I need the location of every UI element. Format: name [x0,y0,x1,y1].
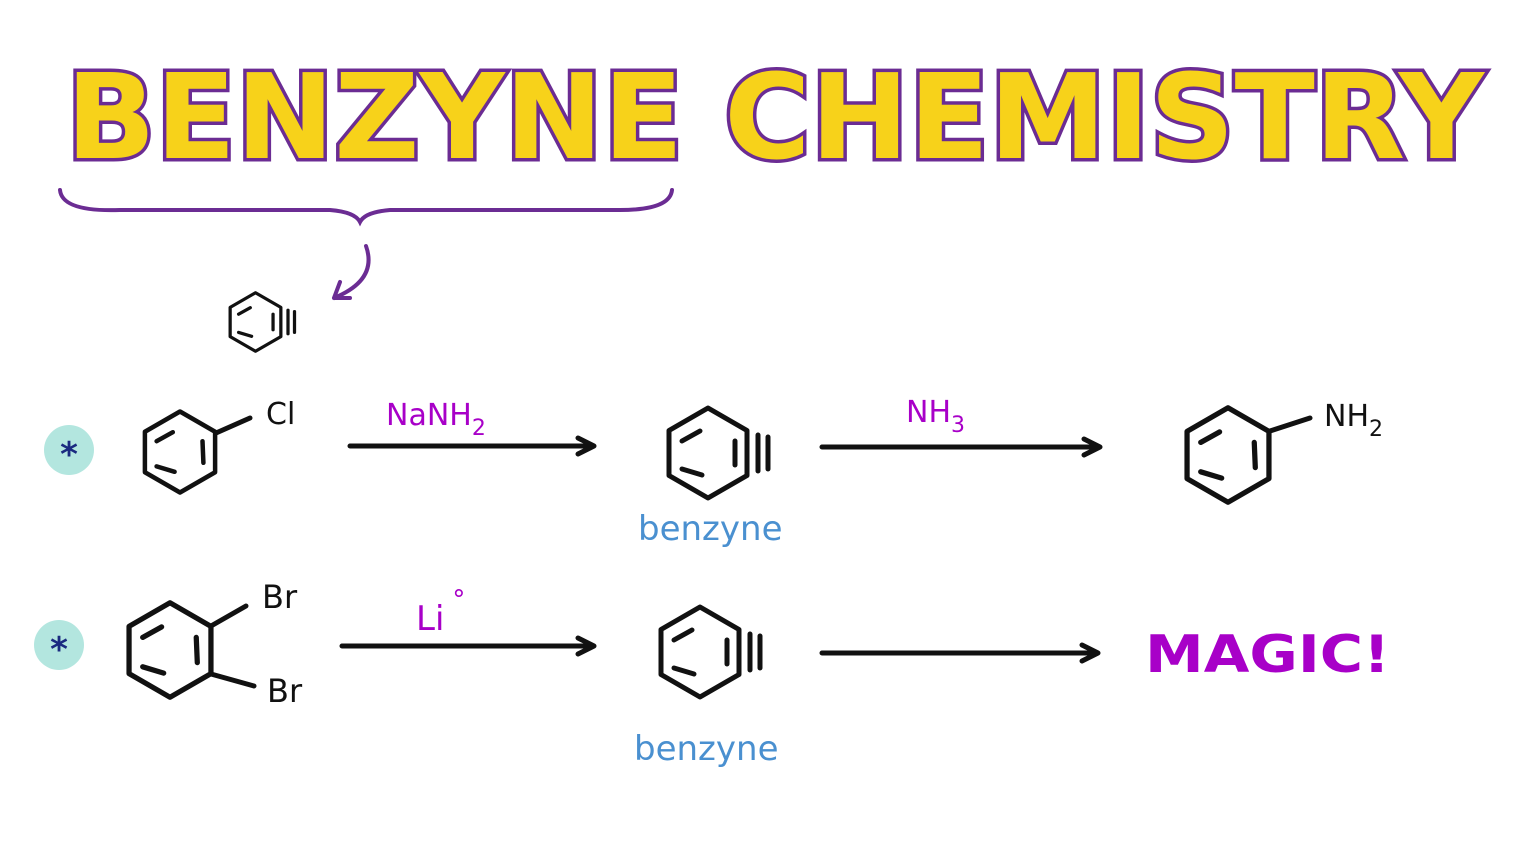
magic-label: MAGIC! [1145,625,1390,685]
dibromobenzene-ring [129,603,211,697]
reaction-row-1: * Cl NaNH2 benzyne NH3 NH2 [44,395,1383,549]
reaction-row-2: * Br Br Li° benzyne MAGIC! [34,578,1390,769]
aniline-ring [1187,408,1269,503]
bond [1267,415,1313,434]
chloro-label: Cl [266,397,295,432]
reagent-lithium: Li° [416,585,465,639]
chlorobenzene-ring [145,412,215,493]
reaction-arrow [819,642,1101,664]
reagent-nh3: NH3 [906,395,965,438]
page-title: BENZYNE CHEMISTRY [66,48,1486,186]
reaction-arrow [339,635,597,657]
reaction-arrow [347,435,597,457]
curly-brace [58,188,674,227]
reaction-arrow [819,436,1103,458]
badge [44,425,94,475]
bond [208,671,257,689]
curved-arrow-icon [332,244,371,300]
benzyne-label: benzyne [638,509,782,549]
badge [34,620,84,670]
benzyne-structure [669,408,768,498]
benzyne-structure-header [228,290,297,354]
amine-label: NH2 [1324,399,1383,442]
bond [208,603,249,629]
bromo-label-top: Br [262,578,298,616]
bromo-label-bottom: Br [267,672,303,710]
reagent-nanh2: NaNH2 [386,398,486,441]
benzyne-structure [661,607,760,697]
benzyne-label: benzyne [634,729,778,769]
asterisk-icon: * [50,630,68,670]
bond [213,415,253,436]
asterisk-icon: * [60,435,78,475]
